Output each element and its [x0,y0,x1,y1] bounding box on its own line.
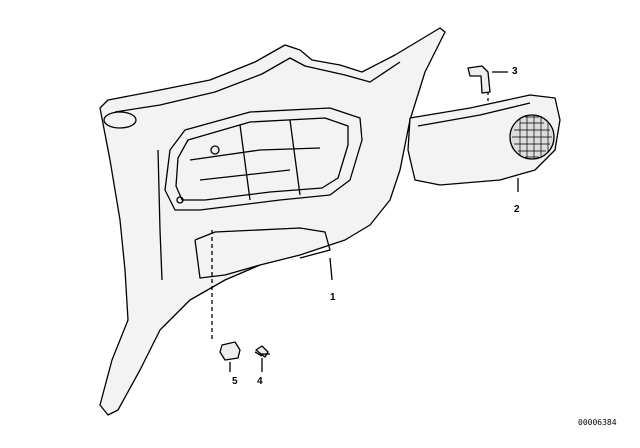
handle-recess-detail [189,119,321,201]
side-trim-panel [99,27,446,416]
callout-3: 3 [512,66,518,77]
clip-nut [219,341,241,361]
callout-line-1 [329,257,333,281]
panel-top-edge [114,57,401,113]
callout-5: 5 [232,376,238,387]
mounting-hole [176,196,184,204]
callout-1: 1 [330,292,336,303]
panel-side-edge [157,149,163,281]
callout-lines-4-5 [229,358,263,372]
image-code: 00006384 [578,418,617,427]
bracket-clip [467,65,491,94]
callout-4: 4 [257,376,263,387]
callout-2: 2 [514,204,520,215]
speaker-grille-mesh [512,115,552,159]
handle-recess-inner [175,117,349,201]
trim-strip-edge [417,102,531,127]
screw [254,345,269,358]
mounting-hole [210,145,220,155]
handle-recess [164,107,363,211]
panel-rounded-corner [103,111,137,129]
